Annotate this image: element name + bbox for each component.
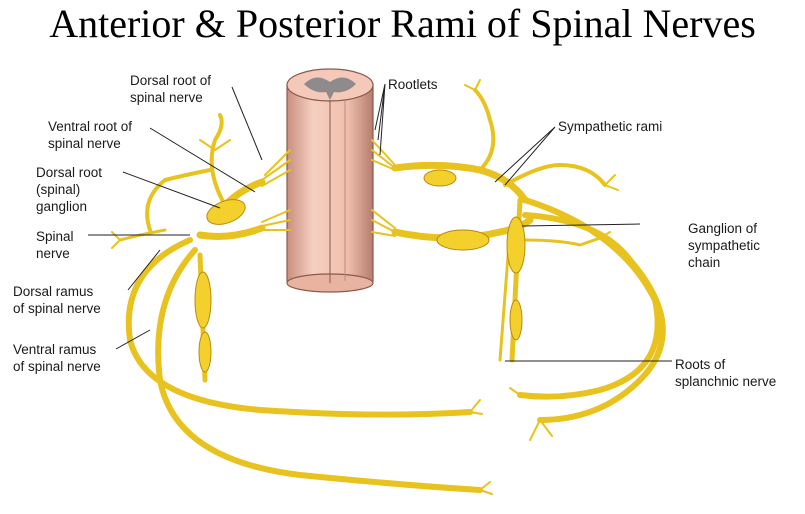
label-rootlets: Rootlets: [388, 77, 438, 92]
label-dorsal-ramus: Dorsal ramus of spinal nerve: [13, 284, 101, 316]
leader-lines: [88, 83, 672, 362]
label-sympathetic-rami: Sympathetic rami: [558, 119, 663, 134]
spinal-cord: [286, 68, 374, 293]
page-title: Anterior & Posterior Rami of Spinal Nerv…: [49, 1, 756, 46]
label-ventral-ramus: Ventral ramus of spinal nerve: [13, 342, 101, 374]
label-spinal-nerve: Spinal nerve: [36, 229, 74, 261]
label-splanchnic: Roots of splanchnic nerve: [675, 357, 777, 389]
label-dorsal-root-nerve: Dorsal root of spinal nerve: [130, 73, 212, 105]
label-ventral-root: Ventral root of spinal nerve: [48, 119, 133, 151]
label-ganglion-chain: Ganglion of sympathetic chain: [688, 221, 761, 270]
nerves: [111, 79, 666, 495]
ganglia: [194, 169, 526, 373]
label-dorsal-root-ganglion: Dorsal root (spinal) ganglion: [36, 165, 103, 214]
